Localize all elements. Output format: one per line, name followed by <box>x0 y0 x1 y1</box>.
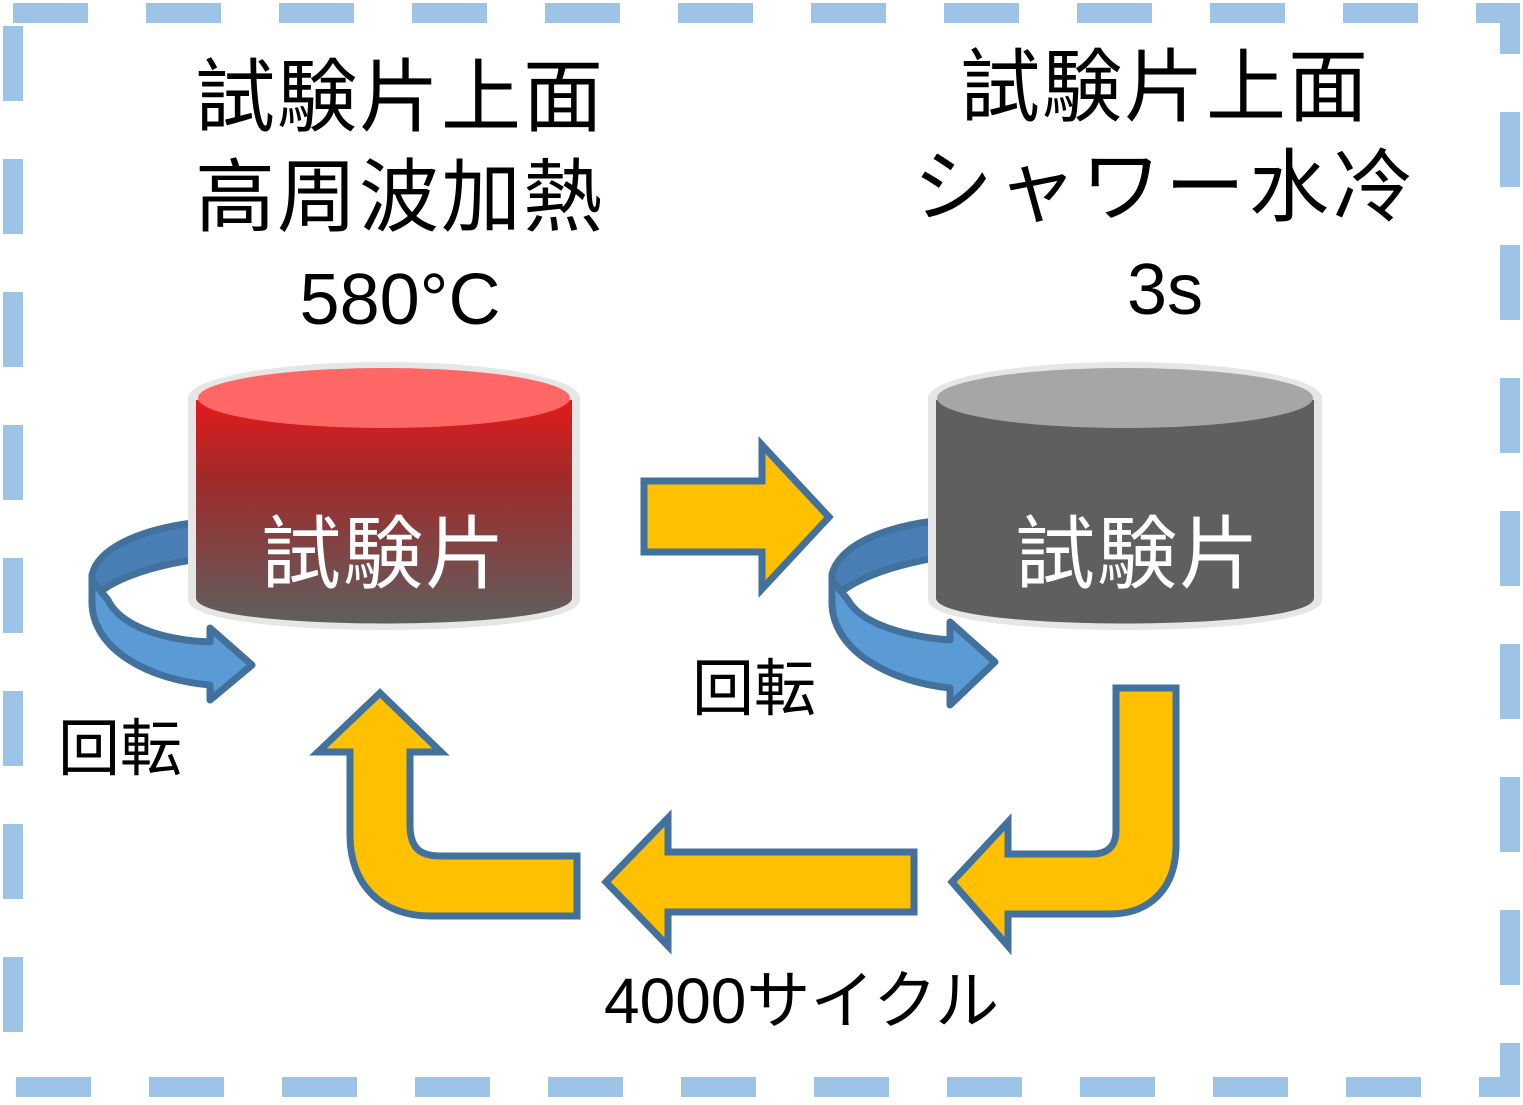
flow-arrow-return-bend <box>947 684 1180 956</box>
cylinder-body <box>196 400 572 624</box>
flow-arrow-return-up <box>309 688 581 920</box>
rotation-label-left: 回転 <box>58 712 183 785</box>
cylinder-body <box>936 400 1314 624</box>
rotation-label-right: 回転 <box>692 652 817 725</box>
flow-arrow-left <box>601 809 918 955</box>
right-step-title: 試験片上面 シャワー水冷 3s <box>905 38 1425 340</box>
rotation-arrow-left-front <box>88 576 256 704</box>
left-title-line1: 試験片上面 <box>195 51 605 144</box>
left-title-line2: 高周波加熱 <box>195 151 605 244</box>
specimen-cylinder-heated <box>188 362 580 630</box>
rotation-arrow-left-back <box>88 519 196 606</box>
specimen-label-left: 試験片 <box>261 508 507 601</box>
right-title-line1: 試験片上面 <box>960 41 1370 134</box>
rotation-arrow-right-back <box>828 517 938 606</box>
cycle-count-label: 4000サイクル <box>604 965 1000 1037</box>
dashed-frame <box>3 3 1520 1097</box>
right-title-line2: シャワー水冷 <box>913 141 1417 234</box>
left-step-title: 試験片上面 高周波加熱 580°C <box>190 48 610 350</box>
rotation-arrow-right <box>828 517 999 709</box>
heating-temperature: 580°C <box>299 260 501 340</box>
rotation-arrow-left <box>88 519 256 704</box>
cooling-duration: 3s <box>1126 250 1204 330</box>
specimen-cylinder-cooled <box>928 362 1322 630</box>
cylinder-top-hot <box>198 368 570 428</box>
flow-arrow-right <box>640 436 834 598</box>
cylinder-top-cool <box>937 368 1313 428</box>
specimen-label-right: 試験片 <box>1015 508 1261 601</box>
rotation-arrow-right-front <box>828 576 999 709</box>
